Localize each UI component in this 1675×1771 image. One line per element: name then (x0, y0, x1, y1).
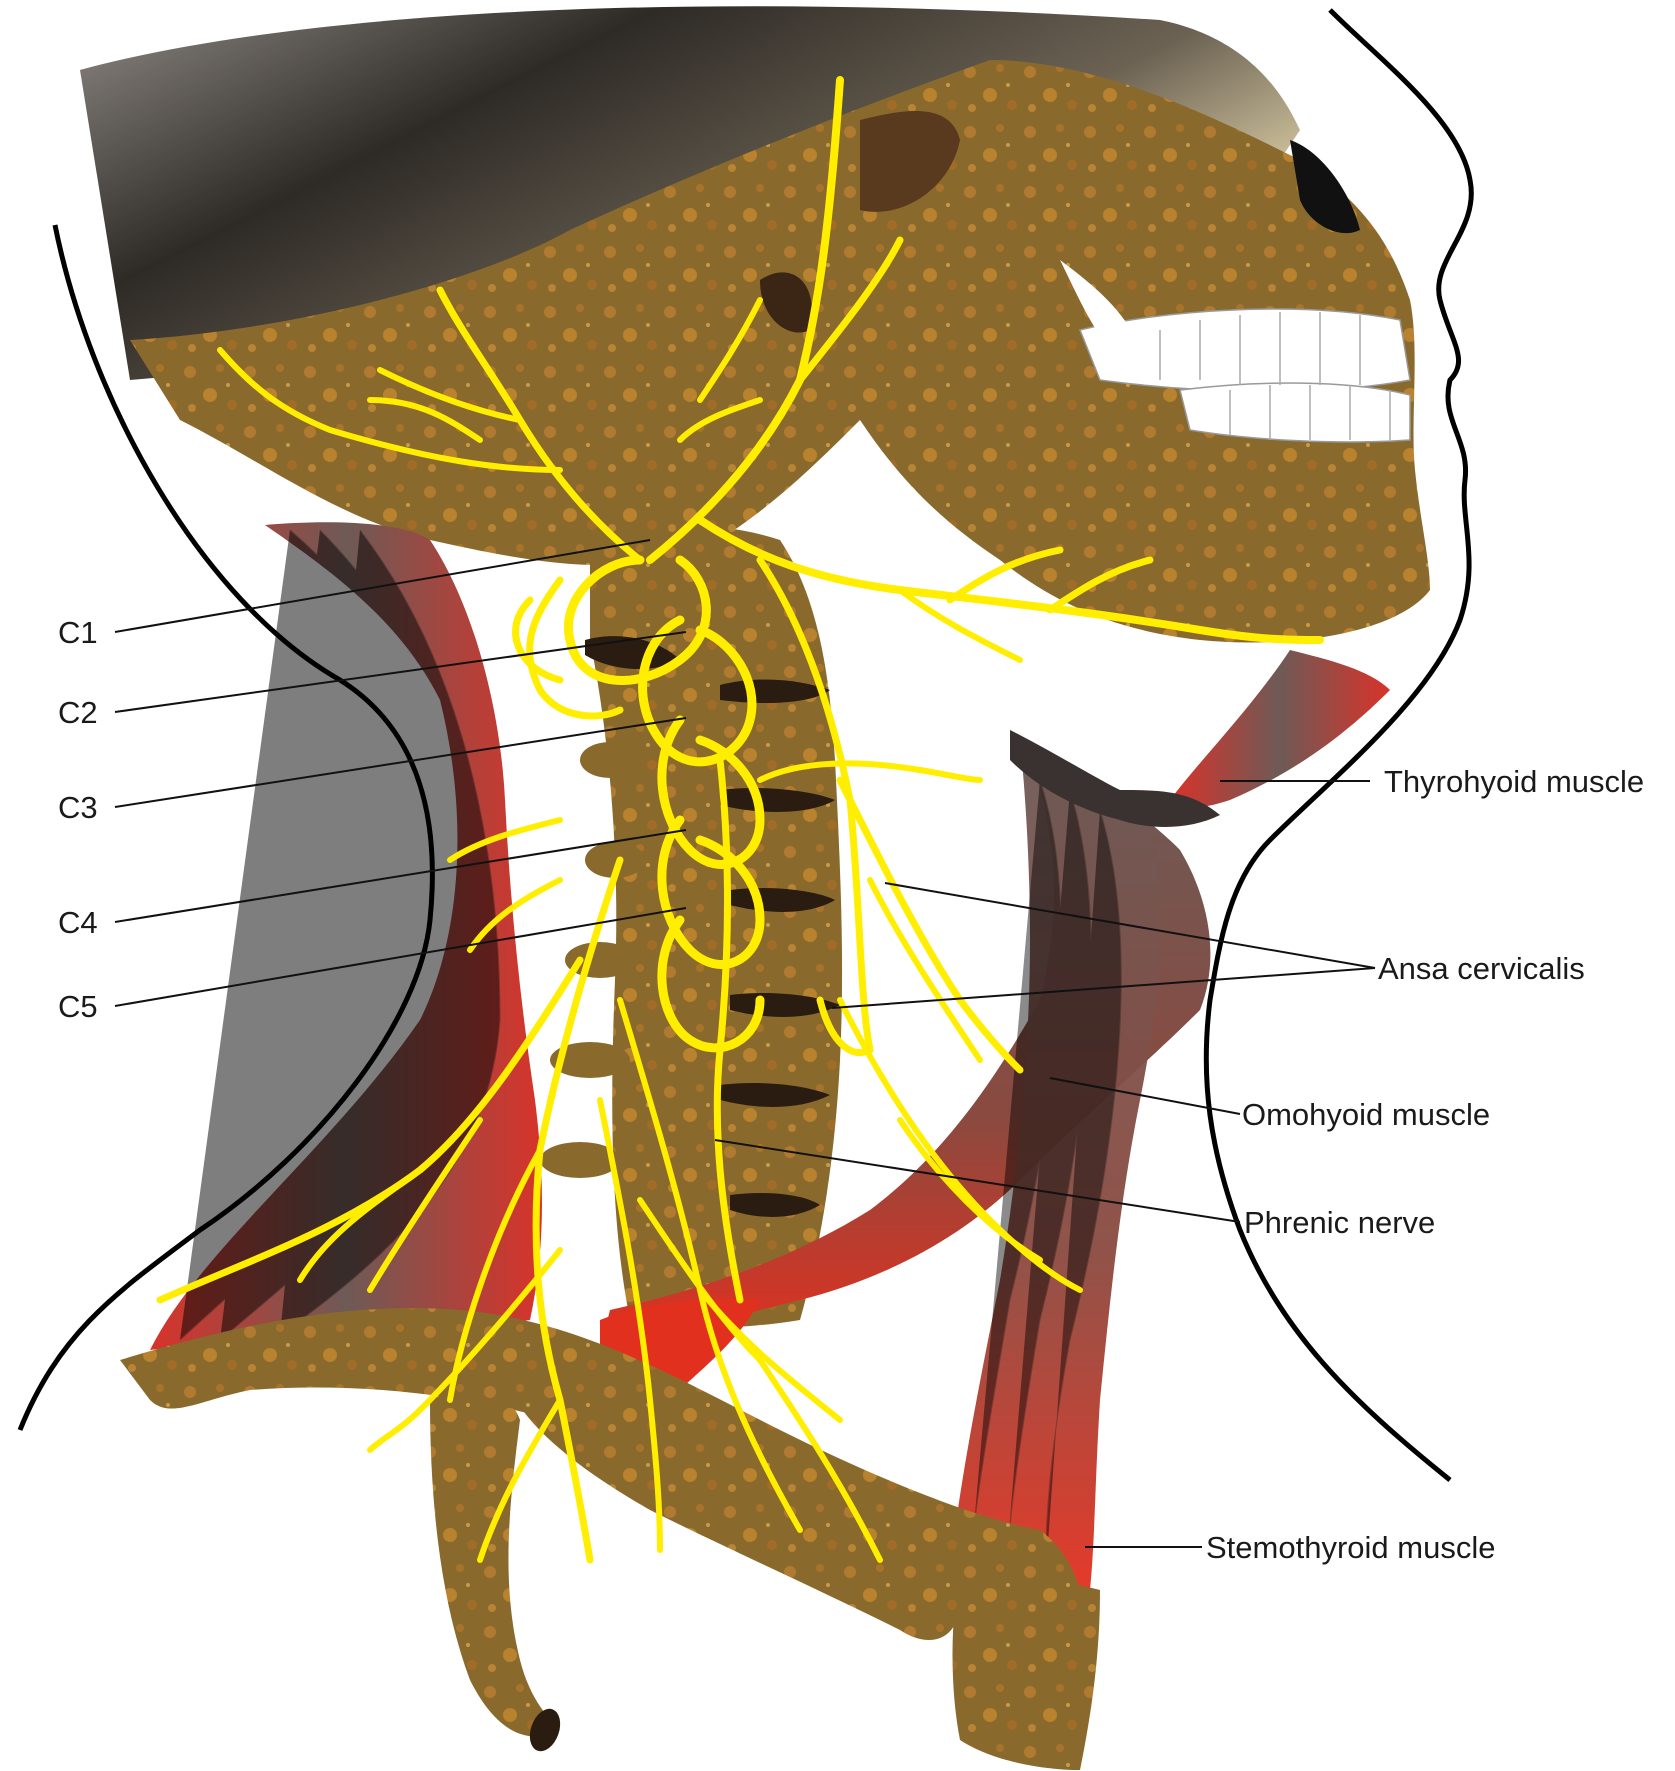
transverse-cervical-nerve (696, 516, 1324, 644)
label-c2: C2 (58, 695, 98, 730)
eye-orbit (1290, 140, 1360, 234)
first-rib (510, 1360, 960, 1640)
skull-bone (130, 60, 1430, 643)
jaw-gap (1060, 260, 1142, 380)
ear-opening (760, 272, 812, 333)
teeth (1078, 308, 1411, 443)
label-thyrohyoid-muscle: Thyrohyoid muscle (1384, 764, 1644, 799)
label-ansa-cervicalis: Ansa cervicalis (1378, 951, 1585, 986)
thyrohyoid-muscle (1170, 650, 1390, 808)
label-c1: C1 (58, 615, 98, 650)
leader-lines (114, 539, 1376, 1548)
sternothyroid-muscle (950, 740, 1161, 1590)
label-c5: C5 (58, 989, 98, 1024)
label-phrenic-nerve: Phrenic nerve (1244, 1205, 1435, 1240)
hyoid-bone (1010, 730, 1220, 827)
ansa-cervicalis (756, 556, 874, 1056)
rib-end (529, 1708, 561, 1752)
label-c4: C4 (58, 905, 98, 940)
rib-curve (430, 1389, 560, 1737)
temporal-fossa (860, 111, 960, 212)
label-sternothyroid-muscle: Stemothyroid muscle (1206, 1530, 1495, 1565)
label-omohyoid-muscle: Omohyoid muscle (1242, 1097, 1490, 1132)
sternum (952, 1570, 1100, 1770)
face-outline (1203, 8, 1474, 1482)
phrenic-nerve (713, 756, 744, 1304)
transverse-processes (540, 742, 645, 1178)
label-c3: C3 (58, 790, 98, 825)
cervical-plexus-nerves (156, 76, 1324, 1564)
